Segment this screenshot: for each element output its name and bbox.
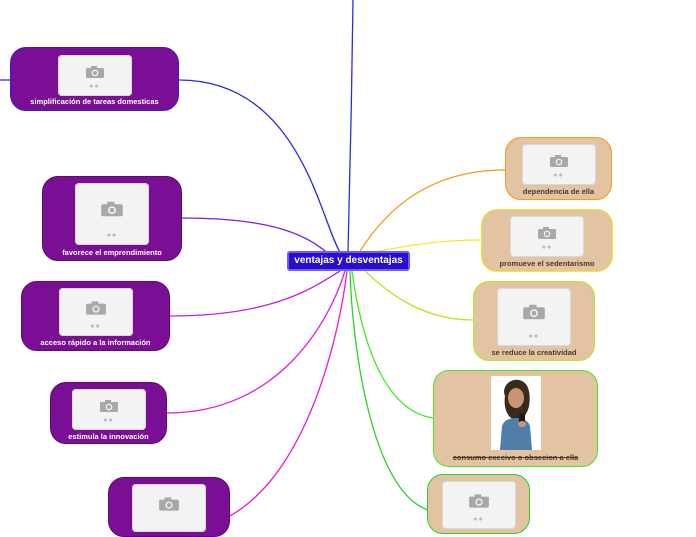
image-placeholder: ●● — [75, 183, 149, 245]
link-top — [347, 0, 354, 253]
image-placeholder: ●● — [510, 216, 584, 257]
dots-indicator: ●● — [103, 417, 114, 424]
link-bottom-left — [229, 270, 348, 517]
node-label: consumo execivo o obsecion a ella — [452, 453, 579, 462]
node-creatividad[interactable]: ●● se reduce la creatividad — [473, 281, 595, 361]
dots-indicator: ●● — [106, 232, 118, 239]
link-bottom-right — [349, 270, 429, 511]
link-consumo — [351, 270, 434, 419]
node-label: promueve el sedentarismo — [499, 259, 595, 268]
node-label: estimula la innovación — [68, 432, 149, 441]
node-informacion[interactable]: ●● acceso rápido a la información — [21, 281, 170, 351]
camera-icon — [538, 227, 556, 240]
node-label: favorece el emprendimiento — [62, 248, 162, 257]
image-placeholder: ●● — [57, 55, 132, 96]
link-emprendimiento — [181, 217, 331, 256]
camera-icon — [468, 494, 489, 508]
node-simplificacion[interactable]: ●● simplificación de tareas domesticas — [10, 47, 179, 111]
camera-icon — [159, 497, 179, 511]
dots-indicator: ●● — [90, 323, 101, 330]
dots-indicator: ●● — [89, 83, 100, 90]
image-placeholder: ●● — [497, 288, 571, 346]
connector-lines — [0, 0, 506, 517]
dots-indicator: ●● — [541, 244, 553, 251]
link-innovacion — [166, 270, 346, 414]
camera-icon — [85, 66, 104, 79]
woman-figure — [490, 376, 541, 450]
node-sedentarismo[interactable]: ●● promueve el sedentarismo — [481, 209, 613, 272]
link-informacion — [169, 270, 341, 317]
link-creatividad — [364, 270, 474, 321]
central-topic[interactable]: ventajas y desventajas — [287, 251, 410, 271]
dots-indicator: ●● — [528, 333, 540, 340]
image-placeholder: ●● — [58, 288, 133, 336]
image-placeholder: ●● — [71, 389, 146, 430]
link-sedentarismo — [377, 239, 482, 252]
camera-icon — [85, 301, 106, 315]
node-label: simplificación de tareas domesticas — [30, 97, 159, 106]
node-label: dependencia de ella — [522, 187, 595, 196]
node-consumo[interactable]: consumo execivo o obsecion a ella — [433, 370, 598, 467]
link-dependencia — [359, 169, 506, 252]
camera-icon — [549, 155, 568, 168]
node-emprendimiento[interactable]: ●● favorece el emprendimiento — [42, 176, 182, 261]
camera-icon — [101, 201, 123, 217]
node-bottom-left[interactable] — [108, 477, 230, 537]
image-placeholder: ●● — [521, 144, 596, 185]
camera-icon — [523, 305, 545, 320]
woman-with-phone-photo — [490, 376, 541, 450]
node-label: acceso rápido a la información — [40, 338, 151, 347]
dots-indicator: ●● — [553, 172, 564, 179]
node-bottom-right[interactable]: ●● — [427, 474, 530, 534]
image-placeholder — [132, 484, 206, 532]
node-dependencia[interactable]: ●● dependencia de ella — [505, 137, 612, 200]
camera-icon — [99, 400, 118, 413]
node-label: se reduce la creatividad — [491, 348, 577, 357]
node-innovacion[interactable]: ●● estimula la innovación — [50, 382, 167, 444]
image-placeholder: ●● — [441, 481, 516, 529]
link-simplificacion — [178, 79, 341, 253]
